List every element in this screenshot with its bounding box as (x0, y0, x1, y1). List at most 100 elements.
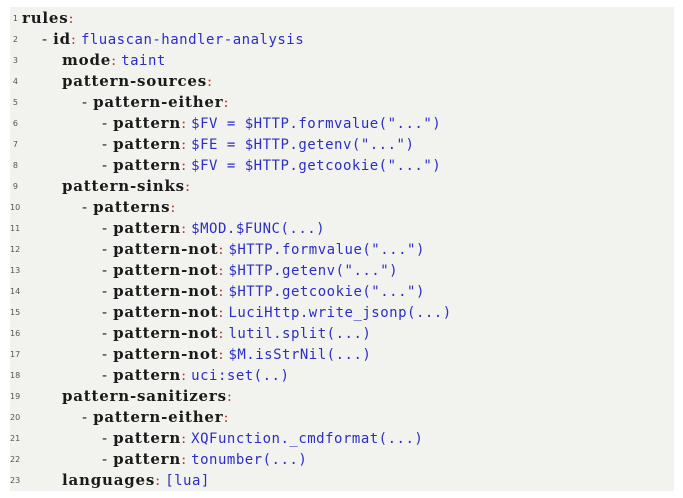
list-dash: - (102, 135, 108, 153)
colon: : (184, 177, 190, 195)
colon: : (181, 450, 187, 468)
colon: : (218, 240, 224, 258)
yaml-key: pattern-either (93, 408, 224, 426)
colon: : (170, 198, 176, 216)
list-dash: - (102, 156, 108, 174)
line-number: 5 (12, 98, 18, 107)
code-content: -pattern:$FE = $HTTP.getenv("...") (102, 134, 414, 156)
code-line: 19 pattern-sanitizers: (10, 386, 674, 407)
list-dash: - (102, 114, 108, 132)
code-line: 10-patterns: (10, 197, 674, 218)
colon: : (111, 51, 117, 69)
yaml-key: pattern (113, 114, 182, 132)
line-number: 19 (10, 392, 21, 401)
yaml-key: pattern-not (113, 240, 219, 258)
yaml-value: LuciHttp.write_jsonp(...) (228, 305, 452, 321)
code-line: 15-pattern-not:LuciHttp.write_jsonp(...) (10, 302, 674, 323)
yaml-value: $HTTP.getenv("...") (228, 263, 399, 279)
line-number: 12 (10, 245, 21, 254)
code-content: -pattern-not:$M.isStrNil(...) (102, 344, 371, 366)
yaml-key: pattern-not (113, 324, 219, 342)
colon: : (181, 114, 187, 132)
colon: : (218, 303, 224, 321)
yaml-value: $FV = $HTTP.getcookie("...") (191, 158, 442, 174)
list-dash: - (82, 93, 88, 111)
yaml-key: pattern-sanitizers (62, 387, 227, 405)
code-line: 5 -pattern-either: (10, 92, 674, 113)
code-content: -pattern-either: (82, 92, 229, 114)
code-content: -pattern-either: (82, 407, 229, 429)
line-number: 9 (12, 182, 18, 191)
yaml-key: id (53, 30, 71, 48)
yaml-value: taint (121, 53, 166, 69)
code-line: 1 rules: (10, 8, 674, 29)
list-dash: - (102, 219, 108, 237)
list-dash: - (102, 345, 108, 363)
code-content: -pattern-not:$HTTP.formvalue("...") (102, 239, 425, 261)
code-line: 6-pattern:$FV = $HTTP.formvalue("...") (10, 113, 674, 134)
colon: : (155, 471, 161, 489)
code-line: 11 -pattern:$MOD.$FUNC(...) (10, 218, 674, 239)
code-content: -pattern-not:$HTTP.getcookie("...") (102, 281, 425, 303)
line-number: 7 (12, 140, 18, 149)
colon: : (218, 282, 224, 300)
yaml-value: $HTTP.formvalue("...") (228, 242, 425, 258)
code-content: languages:[lua] (62, 470, 210, 492)
yaml-value: $HTTP.getcookie("...") (228, 284, 425, 300)
colon: : (226, 387, 232, 405)
yaml-key: languages (62, 471, 156, 489)
colon: : (181, 135, 187, 153)
code-line: 21 -pattern:XQFunction._cmdformat(...) (10, 428, 674, 449)
colon: : (68, 9, 74, 27)
code-content: -pattern:XQFunction._cmdformat(...) (102, 428, 423, 450)
colon: : (218, 261, 224, 279)
line-number: 11 (10, 224, 21, 233)
line-number: 20 (10, 413, 21, 422)
code-content: -pattern:tonumber(...) (102, 449, 307, 471)
code-line: 12 -pattern-not:$HTTP.formvalue("...") (10, 239, 674, 260)
yaml-value: $M.isStrNil(...) (228, 347, 372, 363)
yaml-key: pattern (113, 156, 182, 174)
yaml-value: $MOD.$FUNC(...) (191, 221, 326, 237)
code-content: -pattern:$FV = $HTTP.getcookie("...") (102, 155, 441, 177)
line-number: 18 (10, 371, 21, 380)
line-number: 21 (10, 434, 21, 443)
code-line: 16-pattern-not:lutil.split(...) (10, 323, 674, 344)
yaml-key: pattern-sinks (62, 177, 185, 195)
yaml-key: pattern (113, 135, 182, 153)
line-number: 4 (12, 77, 18, 86)
code-content: -pattern:$MOD.$FUNC(...) (102, 218, 325, 240)
code-line: 2-id:fluascan-handler-analysis (10, 29, 674, 50)
list-dash: - (102, 324, 108, 342)
colon: : (181, 156, 187, 174)
code-line: 18-pattern:uci:set(..) (10, 365, 674, 386)
yaml-value: [lua] (165, 473, 210, 489)
code-content: -patterns: (82, 197, 175, 219)
colon: : (218, 345, 224, 363)
yaml-value: uci:set(..) (191, 368, 290, 384)
line-number: 6 (12, 119, 18, 128)
line-number: 2 (12, 35, 18, 44)
code-content: rules: (22, 8, 74, 30)
list-dash: - (102, 240, 108, 258)
line-number: 1 (12, 14, 18, 23)
yaml-key: pattern (113, 219, 182, 237)
list-dash: - (102, 261, 108, 279)
colon: : (181, 429, 187, 447)
colon: : (218, 324, 224, 342)
code-line: 17-pattern-not:$M.isStrNil(...) (10, 344, 674, 365)
yaml-key: pattern-not (113, 282, 219, 300)
code-content: -pattern-not:lutil.split(...) (102, 323, 371, 345)
code-line: 7 -pattern:$FE = $HTTP.getenv("...") (10, 134, 674, 155)
colon: : (181, 219, 187, 237)
yaml-value: fluascan-handler-analysis (80, 32, 305, 48)
code-line: 8-pattern:$FV = $HTTP.getcookie("...") (10, 155, 674, 176)
code-line: 13-pattern-not:$HTTP.getenv("...") (10, 260, 674, 281)
yaml-value: tonumber(...) (191, 452, 308, 468)
colon: : (207, 72, 213, 90)
code-line: 14-pattern-not:$HTTP.getcookie("...") (10, 281, 674, 302)
yaml-key: pattern-either (93, 93, 224, 111)
